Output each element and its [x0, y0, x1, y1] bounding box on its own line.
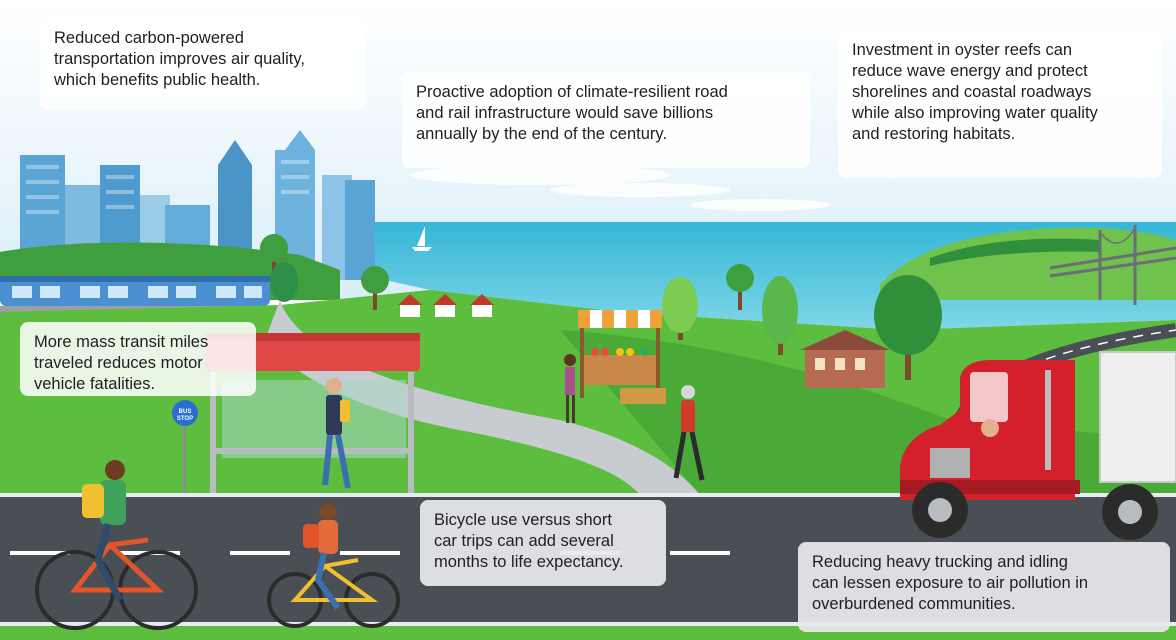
- farmhouse: [800, 330, 890, 388]
- houses: [398, 294, 494, 317]
- coastal-hills: [880, 227, 1176, 300]
- bridge: [1049, 225, 1176, 305]
- callout-trucking: Reducing heavy trucking and idling can l…: [798, 542, 1170, 632]
- callout-air-quality-line-1: Reduced carbon-powered: [54, 29, 244, 47]
- callout-oyster-reefs-line-4: while also improving water quality: [852, 104, 1098, 122]
- callout-oyster-reefs-line-3: shorelines and coastal roadways: [852, 83, 1092, 101]
- callout-trucking-line-1: Reducing heavy trucking and idling: [812, 553, 1068, 571]
- bus-stop-sign-line1: BUS: [179, 409, 192, 415]
- child-cyclist: [267, 503, 400, 628]
- trees: [260, 234, 942, 380]
- bus-stop-sign: BUS STOP: [172, 400, 198, 495]
- callout-air-quality: Reduced carbon-powered transportation im…: [40, 18, 366, 110]
- callout-infrastructure: Proactive adoption of climate-resilient …: [402, 72, 810, 168]
- shopper-woman: [564, 354, 576, 423]
- callout-mass-transit-line-3: vehicle fatalities.: [34, 375, 156, 393]
- market-stall: [578, 310, 666, 404]
- callout-air-quality-line-3: which benefits public health.: [54, 71, 261, 89]
- callout-mass-transit-line-2: traveled reduces motor: [34, 354, 203, 372]
- callout-infrastructure-line-3: annually by the end of the century.: [416, 125, 668, 143]
- callout-infrastructure-line-1: Proactive adoption of climate-resilient …: [416, 83, 728, 101]
- commuter-walking: [322, 378, 351, 489]
- callout-oyster-reefs-line-5: and restoring habitats.: [852, 125, 1016, 143]
- callout-mass-transit-line-1: More mass transit miles: [34, 333, 209, 351]
- elderly-man-walking: [673, 385, 705, 481]
- sailboat-icon: [412, 226, 432, 251]
- bus-stop-sign-line2: STOP: [177, 416, 193, 422]
- clouds: [410, 165, 830, 211]
- callout-oyster-reefs-line-2: reduce wave energy and protect: [852, 62, 1088, 80]
- callout-bicycle-line-2: car trips can add several: [434, 532, 614, 550]
- footpath: [265, 300, 700, 495]
- callout-infrastructure-line-2: and rail infrastructure would save billi…: [416, 104, 714, 122]
- callout-oyster-reefs: Investment in oyster reefs can reduce wa…: [838, 30, 1162, 178]
- callout-mass-transit: More mass transit miles traveled reduces…: [20, 322, 256, 396]
- callout-oyster-reefs-line-1: Investment in oyster reefs can: [852, 41, 1073, 59]
- callout-bicycle-line-1: Bicycle use versus short: [434, 511, 612, 529]
- callout-trucking-line-3: overburdened communities.: [812, 595, 1016, 613]
- adult-cyclist: [35, 460, 198, 630]
- callout-air-quality-line-2: transportation improves air quality,: [54, 50, 305, 68]
- callout-bicycle-line-3: months to life expectancy.: [434, 553, 624, 571]
- callout-trucking-line-2: can lessen exposure to air pollution in: [812, 574, 1089, 592]
- callout-bicycle: Bicycle use versus short car trips can a…: [420, 500, 666, 586]
- semi-truck: [900, 351, 1176, 540]
